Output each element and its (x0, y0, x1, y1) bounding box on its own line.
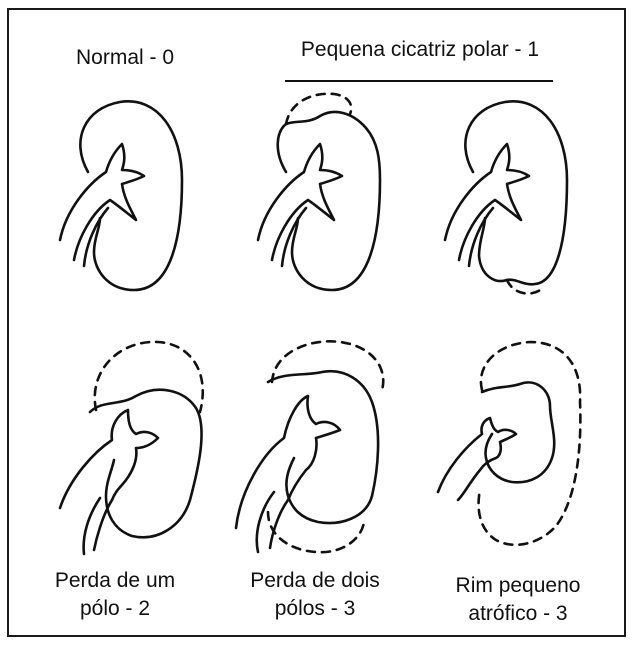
kidney-loss-one-pole (60, 342, 203, 554)
kidney-loss-two-poles (236, 341, 383, 552)
kidney-lower-polar-scar (445, 101, 567, 293)
kidney-normal (60, 101, 182, 290)
kidney-small-atrophic (438, 342, 580, 545)
kidney-upper-polar-scar (258, 94, 380, 290)
